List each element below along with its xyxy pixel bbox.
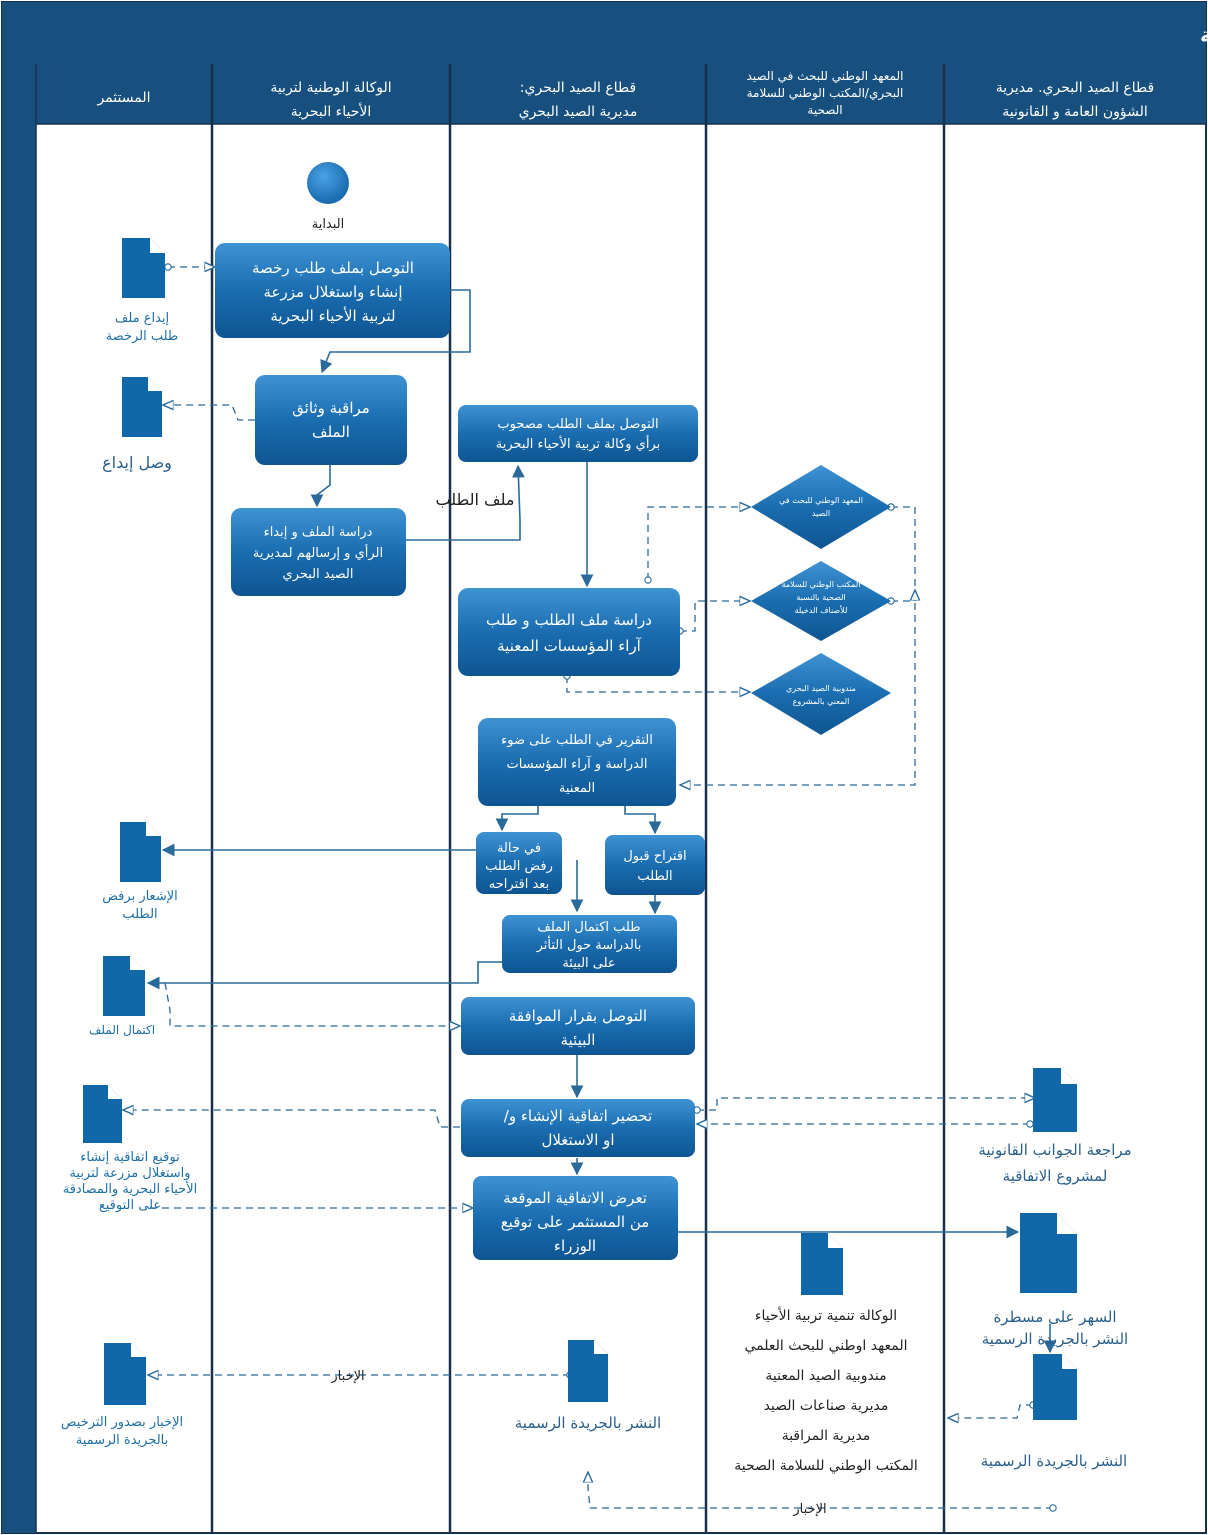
document-icon: [1033, 1068, 1077, 1132]
document-icon: [801, 1233, 843, 1295]
doc-label-deposit-receipt: وصل إيداع: [102, 453, 172, 473]
document-icon: [122, 377, 162, 437]
dashed-connectors: [123, 267, 1053, 1508]
diagram-title: رخصة إنشاء و استغلال مزرعة لتربية الأحيا…: [1200, 22, 1208, 47]
document-icon: [122, 238, 165, 298]
start-node: [307, 162, 349, 204]
lane-header-investor: المستثمر: [96, 90, 150, 106]
notify-label-bottom: الإخبار: [792, 1502, 826, 1517]
document-icon: [83, 1085, 122, 1143]
doc-label-official-gazette-legal: النشر بالجريدة الرسمية: [981, 1452, 1127, 1470]
file-request-label: ملف الطلب: [436, 490, 515, 509]
doc-label-official-gazette-fisheries: النشر بالجريدة الرسمية: [515, 1414, 661, 1432]
box-prepare-agreement: تحضير اتفاقية الإنشاء و/او الاستغلال: [461, 1099, 695, 1157]
notify-label: الإخبار: [330, 1369, 364, 1384]
start-label: البداية: [312, 217, 345, 232]
document-icon: [568, 1340, 608, 1402]
svg-text:تحضير اتفاقية الإنشاء و/او الا: تحضير اتفاقية الإنشاء و/او الاستغلال: [504, 1107, 652, 1149]
document-icon: [103, 956, 145, 1016]
document-icon: [104, 1343, 146, 1405]
document-icon: [1033, 1354, 1077, 1420]
solid-connectors: [146, 289, 1057, 1354]
lane-header-fisheries: قطاع الصيد البحري:مديرية الصيد البحري: [519, 80, 638, 120]
document-icon: [120, 822, 161, 882]
doc-label-file-completion: اكتمال الملف: [89, 1023, 155, 1037]
document-icon: [1020, 1213, 1077, 1293]
